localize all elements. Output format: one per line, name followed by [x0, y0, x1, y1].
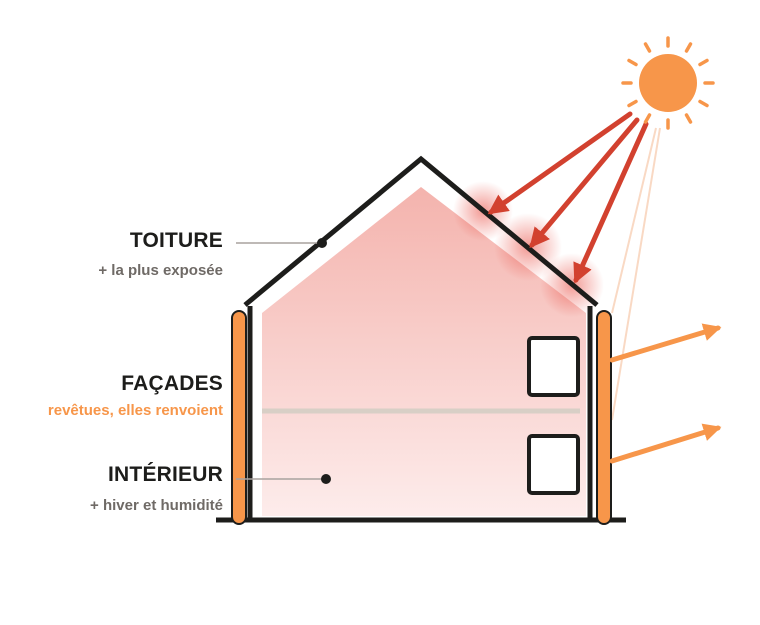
window-lower	[527, 434, 580, 495]
facade-cladding-right	[596, 310, 612, 525]
reflected-arrows	[609, 323, 722, 464]
facade-cladding-left	[231, 310, 247, 525]
sun-icon	[621, 36, 715, 130]
label-interieur: INTÉRIEUR	[108, 463, 223, 486]
house-roof-outline	[243, 155, 599, 307]
label-toiture-subtitle: + la plus exposée	[98, 262, 223, 279]
callout-interieur	[236, 474, 331, 484]
label-toiture: TOITURE	[129, 229, 223, 252]
sun-heat-arrows	[487, 111, 649, 284]
label-interieur-subtitle: + hiver et humidité	[90, 497, 223, 514]
callout-toiture	[236, 238, 327, 248]
reflected-light-lines	[611, 127, 661, 421]
label-facades: FAÇADES	[121, 372, 223, 395]
label-facades-subtitle: revêtues, elles renvoient	[47, 402, 223, 419]
window-upper	[527, 336, 580, 397]
